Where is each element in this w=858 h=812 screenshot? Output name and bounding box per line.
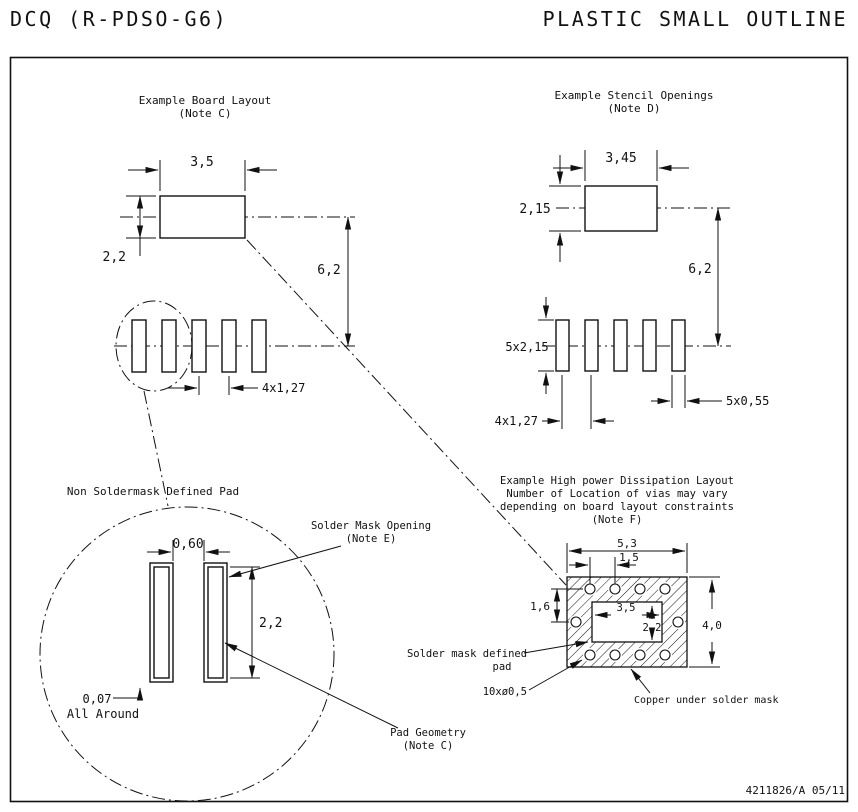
board-pitch-value: 4x1,27 xyxy=(262,381,305,395)
stencil-thermal-opening xyxy=(584,185,658,232)
package-code-title: DCQ (R-PDSO-G6) xyxy=(10,7,228,31)
stencil-width-value: 3,45 xyxy=(605,151,636,166)
via-row-value: 1,6 xyxy=(530,600,550,613)
page-header: DCQ (R-PDSO-G6) PLASTIC SMALL OUTLINE xyxy=(10,7,848,31)
detail-height-dimension: 2,2 xyxy=(230,566,282,679)
thermal-title-line2: Number of Location of vias may vary xyxy=(506,488,727,500)
board-height-value: 2,2 xyxy=(103,250,126,265)
stencil-pad-dimension: 5x2,15 xyxy=(505,297,554,394)
drawing-border xyxy=(9,56,849,803)
stencil-section: Example Stencil Openings (Note D) 3,45 xyxy=(495,89,769,429)
detail-gap-dimension: 0,60 xyxy=(147,537,230,561)
mask-opening-label: Solder Mask Opening xyxy=(311,520,431,532)
thermal-height-dimension: 4,0 xyxy=(689,576,722,668)
thermal-title-line3: depending on board layout constraints xyxy=(500,501,734,513)
detail-offset-note: All Around xyxy=(67,707,139,721)
right-pad xyxy=(207,566,224,679)
thermal-title-line1: Example High power Dissipation Layout xyxy=(500,475,734,487)
stencil-pad-value: 5x2,15 xyxy=(505,340,548,354)
detail-section: Non Soldermask Defined Pad 0,60 2,2 0 xyxy=(39,485,466,802)
package-type-title: PLASTIC SMALL OUTLINE xyxy=(543,7,848,31)
stencil-width-dimension: 3,45 xyxy=(553,150,689,181)
stencil-note: (Note D) xyxy=(608,102,661,115)
detail-pads xyxy=(149,562,228,683)
thermal-title-line4: (Note F) xyxy=(592,514,643,526)
thermal-height-value: 4,0 xyxy=(702,619,722,632)
pad-geometry-label: Pad Geometry xyxy=(390,727,466,739)
mask-opening-callout: Solder Mask Opening (Note E) xyxy=(228,520,431,578)
thermal-vias xyxy=(569,582,685,662)
mask-defined-callout: Solder mask defined pad xyxy=(407,641,589,673)
thermal-width-dimension: 5,3 xyxy=(566,537,688,573)
mask-opening-note: (Note E) xyxy=(346,533,397,545)
board-span-value: 6,2 xyxy=(317,263,340,278)
detail-title: Non Soldermask Defined Pad xyxy=(67,485,239,498)
thermal-connector-line xyxy=(246,239,567,586)
opening-height-value: 2,2 xyxy=(643,622,662,634)
stencil-opening-value: 5x0,55 xyxy=(726,394,769,408)
board-width-dimension: 3,5 xyxy=(128,155,277,191)
stencil-pitch-value: 4x1,27 xyxy=(495,414,538,428)
copper-callout: Copper under solder mask xyxy=(630,668,779,706)
stencil-span-dimension: 6,2 xyxy=(688,207,722,347)
via-pitch-dimension: 1,5 xyxy=(569,551,639,584)
via-row-dimension: 1,6 xyxy=(530,588,583,623)
via-pitch-value: 1,5 xyxy=(619,551,639,564)
thermal-section: Example High power Dissipation Layout Nu… xyxy=(407,475,779,706)
detail-connector-line xyxy=(143,390,169,507)
stencil-span-value: 6,2 xyxy=(688,262,711,277)
stencil-height-dimension: 2,15 xyxy=(519,155,581,262)
via-count-callout: 10xø0,5 xyxy=(483,659,583,698)
thermal-width-value: 5,3 xyxy=(617,537,637,550)
detail-view-circle xyxy=(39,506,335,802)
detail-height-value: 2,2 xyxy=(259,616,282,631)
pad-geometry-callout: Pad Geometry (Note C) xyxy=(224,642,466,752)
board-pitch-dimension: 4x1,27 xyxy=(168,376,305,395)
mask-defined-label-line2: pad xyxy=(493,661,512,673)
board-thermal-pad xyxy=(159,195,246,239)
board-pin-pads xyxy=(114,319,355,373)
stencil-height-value: 2,15 xyxy=(519,202,550,217)
copper-label: Copper under solder mask xyxy=(634,695,779,706)
opening-width-value: 3,5 xyxy=(617,602,636,614)
detail-view-marker-circle xyxy=(115,300,193,392)
board-layout-note: (Note C) xyxy=(179,107,232,120)
document-number: 4211826/A 05/11 xyxy=(746,784,845,797)
board-span-dimension: 6,2 xyxy=(317,216,352,347)
board-layout-section: Example Board Layout (Note C) 3,5 xyxy=(103,94,567,586)
board-height-dimension: 2,2 xyxy=(103,195,156,265)
detail-offset-dimension: 0,07 All Around xyxy=(67,687,144,721)
detail-gap-value: 0,60 xyxy=(172,537,203,552)
detail-offset-value: 0,07 xyxy=(83,692,112,706)
pad-geometry-note: (Note C) xyxy=(403,740,454,752)
stencil-opening-dimension: 5x0,55 xyxy=(651,375,769,408)
mask-defined-label-line1: Solder mask defined xyxy=(407,648,527,660)
board-layout-title: Example Board Layout xyxy=(139,94,271,107)
stencil-pin-openings xyxy=(542,319,731,372)
stencil-pitch-dimension: 4x1,27 xyxy=(495,375,614,429)
stencil-title: Example Stencil Openings xyxy=(555,89,714,102)
left-pad xyxy=(153,566,170,679)
via-count-label: 10xø0,5 xyxy=(483,686,527,698)
opening-height-dimension: 2,2 xyxy=(643,605,662,641)
board-width-value: 3,5 xyxy=(190,155,213,170)
